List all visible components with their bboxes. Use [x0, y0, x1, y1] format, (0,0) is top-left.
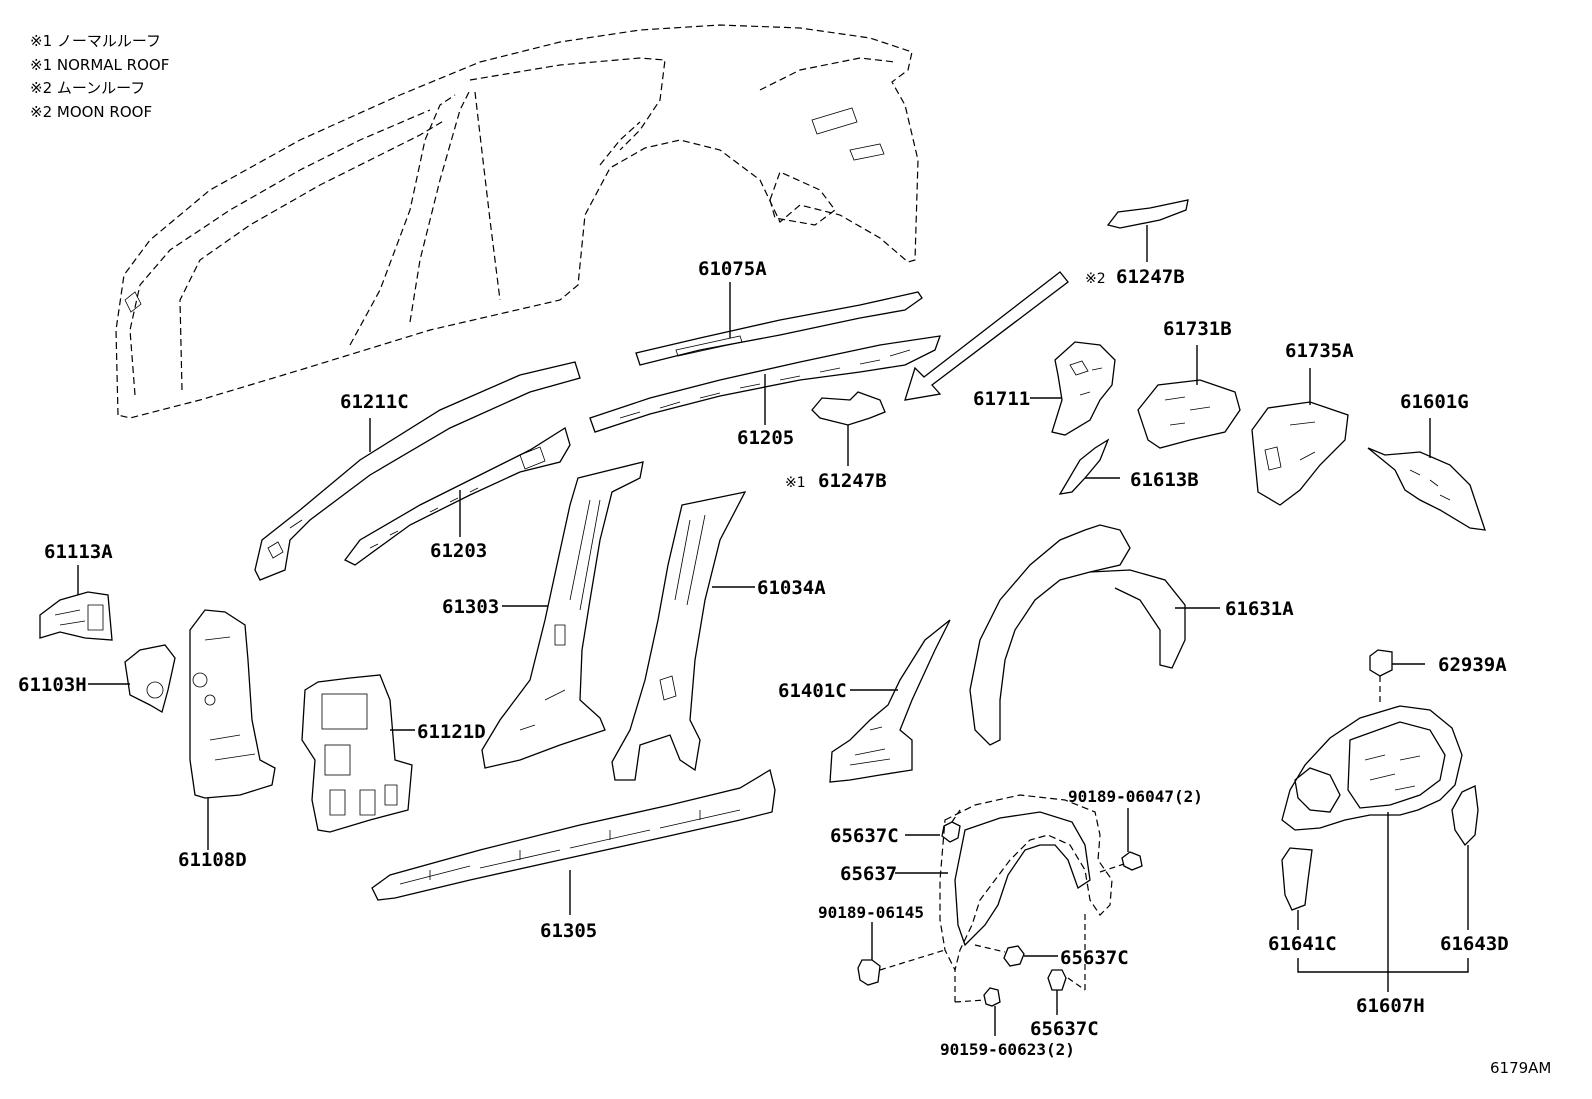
label-normal-roof-mark: ※1	[785, 475, 806, 491]
center-pillar-outer-61303	[481, 461, 644, 769]
extension-61601G	[1367, 447, 1486, 531]
bracket-line-61641C-61643D	[1297, 958, 1469, 973]
label-61643D: 61643D	[1440, 933, 1509, 955]
wheel-house-outer-61631A	[969, 524, 1186, 746]
label-90189-06047: 90189-06047(2)	[1068, 787, 1203, 806]
label-61108D: 61108D	[178, 849, 247, 871]
label-61075A: 61075A	[698, 258, 767, 280]
label-90189-06145: 90189-06145	[818, 903, 924, 922]
leader-65637C-a-dash	[951, 809, 961, 823]
label-61247B-normal: 61247B	[818, 470, 887, 492]
lower-back-panel-61401C	[829, 619, 951, 783]
body-side-outer-panel	[115, 24, 919, 419]
legend-line-moon-roof-jp: ※2 ムーンルーフ	[30, 79, 146, 97]
legend-line-normal-roof-en: ※1 NORMAL ROOF	[30, 55, 170, 74]
label-65637C-b: 65637C	[1060, 947, 1129, 969]
label-62939A: 62939A	[1438, 654, 1507, 676]
label-61607H: 61607H	[1356, 995, 1425, 1017]
label-61401C: 61401C	[778, 680, 847, 702]
label-65637: 65637	[840, 863, 897, 885]
label-65637C-a: 65637C	[830, 825, 899, 847]
label-61601G: 61601G	[1400, 391, 1469, 413]
legend: ※1 ノーマルルーフ ※1 NORMAL ROOF ※2 ムーンルーフ ※2 M…	[30, 30, 169, 124]
label-90159-60623: 90159-60623(2)	[940, 1040, 1075, 1059]
label-61034A: 61034A	[757, 577, 826, 599]
label-61731B: 61731B	[1163, 318, 1232, 340]
label-61103H: 61103H	[18, 674, 87, 696]
label-61631A: 61631A	[1225, 598, 1294, 620]
bracket-61247B-moon	[1106, 199, 1189, 229]
pillar-lower-61108D	[189, 609, 276, 799]
bracket-61641C	[1281, 847, 1313, 911]
label-61613B: 61613B	[1130, 469, 1199, 491]
bracket-61247B-normal	[811, 391, 886, 426]
clip-90189-06047	[1121, 851, 1143, 871]
label-61205: 61205	[737, 427, 794, 449]
wheel-house-inner-61607H	[1281, 705, 1463, 831]
leader-90159-60623-dash	[954, 999, 986, 1003]
label-moon-roof-mark: ※2	[1085, 271, 1106, 287]
direction-arrow	[904, 271, 1069, 401]
label-61711: 61711	[973, 388, 1030, 410]
panel-61121D	[301, 674, 413, 833]
legend-line-moon-roof-en: ※2 MOON ROOF	[30, 102, 153, 121]
center-pillar-inner-61034A	[611, 491, 747, 781]
bracket-61643D	[1451, 785, 1479, 847]
panel-61735A	[1251, 401, 1349, 506]
label-61211C: 61211C	[340, 391, 409, 413]
bracket-61113A	[39, 591, 113, 641]
label-61113A: 61113A	[44, 541, 113, 563]
clip-65637C-c	[1047, 969, 1067, 991]
bracket-61103H	[124, 644, 176, 713]
figure-id: 6179AM	[1490, 1059, 1551, 1077]
label-61247B-moon: 61247B	[1116, 266, 1185, 288]
label-61641C: 61641C	[1268, 933, 1337, 955]
leader-65637C-b-dash	[974, 944, 1006, 953]
label-61735A: 61735A	[1285, 340, 1354, 362]
clip-90189-06145	[857, 959, 881, 986]
seal-62939A	[1369, 649, 1393, 677]
label-61121D: 61121D	[417, 721, 486, 743]
mudguard-liner-65637	[939, 794, 1113, 972]
leader-90189-06145-dash	[879, 949, 946, 971]
quarter-panel-part-61711	[1051, 341, 1116, 436]
rocker-panel-61305	[371, 768, 776, 901]
clip-65637C-b	[1003, 945, 1025, 967]
leader-90189-06047-dash	[1099, 863, 1125, 873]
legend-line-normal-roof-jp: ※1 ノーマルルーフ	[30, 32, 161, 50]
extension-61613B	[1058, 438, 1110, 495]
front-pillar-inner-61203	[344, 426, 571, 566]
clip-90159-60623	[983, 987, 1001, 1007]
label-61203: 61203	[430, 540, 487, 562]
roof-reinforcement-61205	[589, 335, 941, 433]
label-65637C-c: 65637C	[1030, 1018, 1099, 1040]
leader-65637C-c-dash	[1067, 977, 1086, 991]
panel-61731B	[1137, 379, 1241, 449]
clip-65637C-a	[941, 821, 961, 843]
front-pillar-upper-61211C	[254, 361, 581, 581]
label-61303: 61303	[442, 596, 499, 618]
roof-side-rail-61075A	[635, 291, 923, 366]
label-61305: 61305	[540, 920, 597, 942]
